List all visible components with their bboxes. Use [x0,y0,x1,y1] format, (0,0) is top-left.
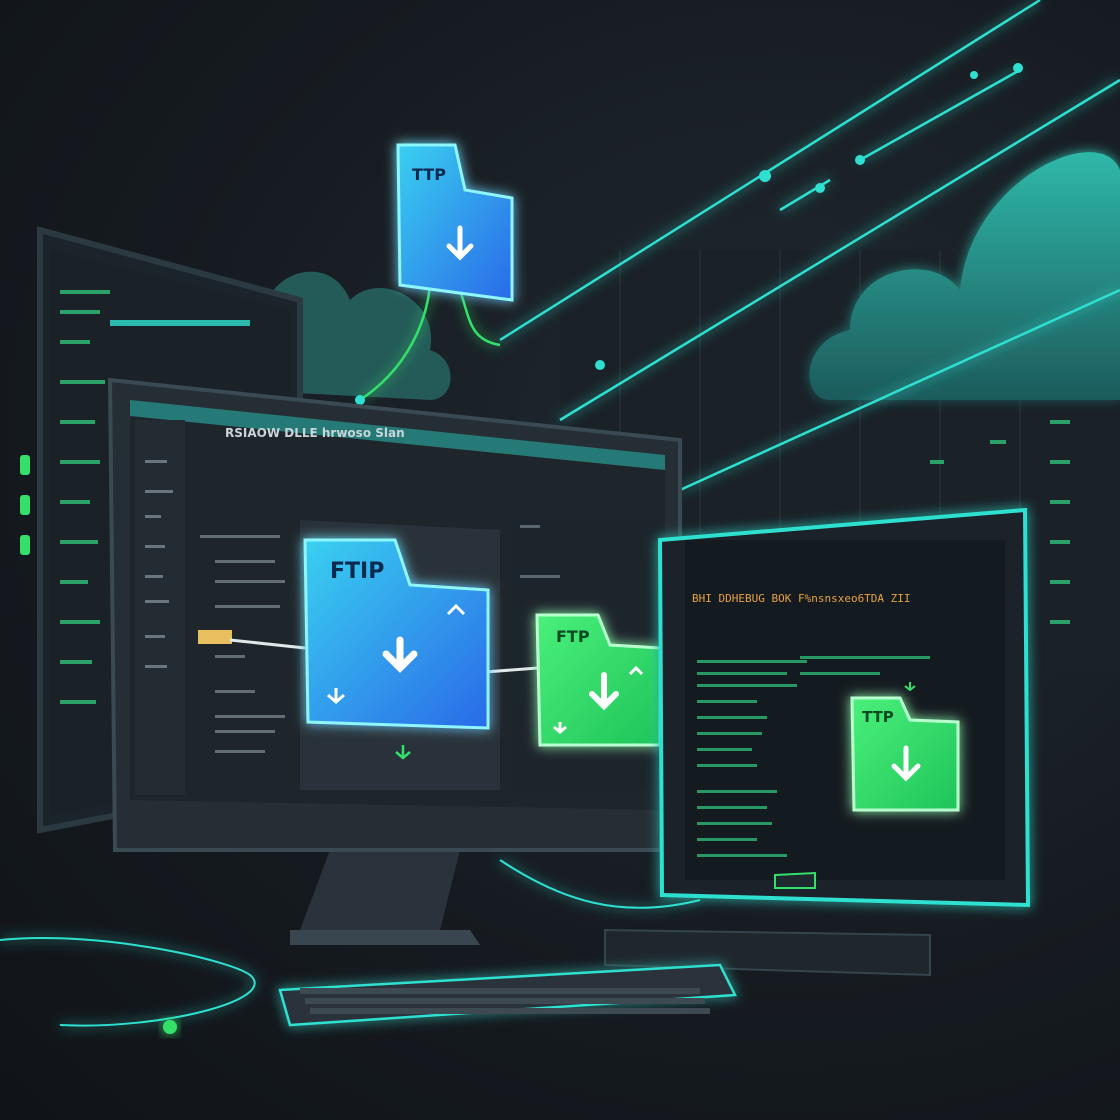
cloud-icon [809,152,1120,400]
folder-icon [303,538,490,730]
folder-icon [850,696,960,812]
folder-main-label: FTIP [330,559,384,584]
download-arrow-icon [891,745,921,782]
folder-green-label: FTP [556,627,590,646]
router-box [604,928,931,977]
main-window-title: RSIAOW DLLE hrwoso Slan [225,426,405,440]
folder-right-label: TTP [862,708,894,726]
monitor-main-stand [290,850,480,945]
folder-top-label: TTP [412,165,446,184]
download-arrow-icon [395,745,411,760]
download-arrow-icon [589,672,619,711]
download-arrow-icon [446,225,474,261]
keyboard-icon [278,963,737,1027]
folder-icon [396,143,514,302]
download-arrow-icon [327,688,345,704]
cable-node [163,1020,177,1034]
floor-cables [0,859,701,1027]
download-arrow-icon [382,636,418,673]
right-window-header: BHI DDHEBUG BOK F%nsnsxeo6TDA ZII [692,592,911,605]
